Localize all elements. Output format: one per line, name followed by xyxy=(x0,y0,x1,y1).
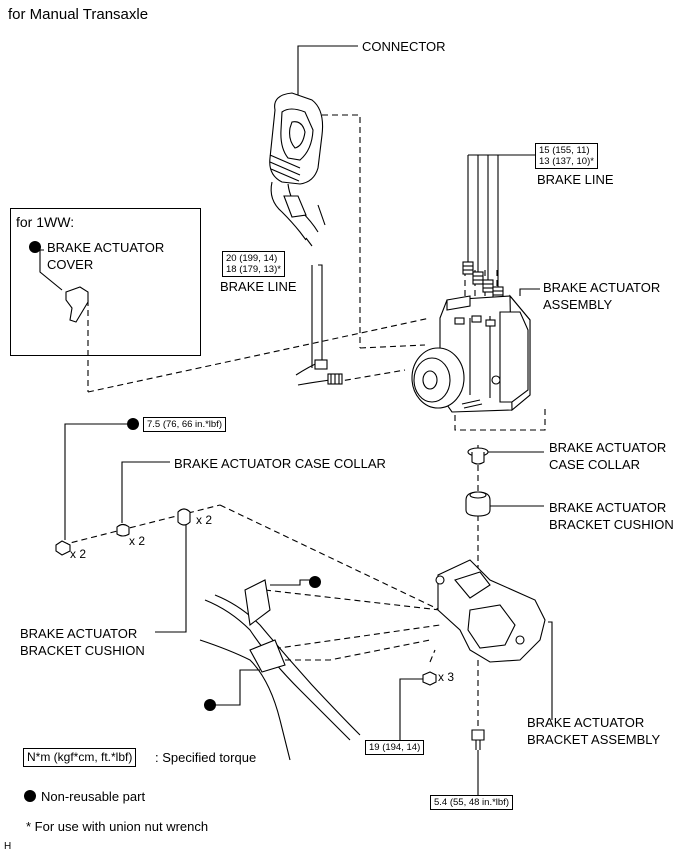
brake-line-left-label: BRAKE LINE xyxy=(220,279,297,294)
torque-box-bolt-left: 7.5 (76, 66 in.*lbf) xyxy=(143,417,226,432)
torque-box-brake-line-left: 20 (199, 14) 18 (179, 13)* xyxy=(222,251,285,277)
torque-box-bolt-bottom: 5.4 (55, 48 in.*lbf) xyxy=(430,795,513,810)
actuator-assembly-part xyxy=(411,288,540,413)
qty-collar-left: x 2 xyxy=(129,534,146,548)
left-small-parts xyxy=(55,423,191,633)
nonreusable-dot-icon xyxy=(204,699,216,711)
torque-value: 18 (179, 13)* xyxy=(226,264,281,275)
torque-box-nut-bracket: 19 (194, 14) xyxy=(365,740,425,755)
actuator-assembly-label-1: BRAKE ACTUATOR xyxy=(543,280,661,295)
inset-part-label-2: COVER xyxy=(47,257,94,272)
connector-leader xyxy=(297,45,358,105)
nonreusable-dot-icon xyxy=(127,418,139,430)
legend-torque-box: N*m (kgf*cm, ft.*lbf) xyxy=(23,748,137,767)
nonreusable-dot-icon xyxy=(309,576,321,588)
case-collar-right-label-2: CASE COLLAR xyxy=(549,457,641,472)
case-collar-right-label-1: BRAKE ACTUATOR xyxy=(549,440,667,455)
cushion-left-label-2: BRACKET CUSHION xyxy=(20,643,145,658)
bracket-assembly-label-2: BRACKET ASSEMBLY xyxy=(527,732,661,747)
actuator-assembly-label-2: ASSEMBLY xyxy=(543,297,613,312)
qty-cushion-left: x 2 xyxy=(196,513,213,527)
legend-union-nut-text: * For use with union nut wrench xyxy=(26,819,209,834)
inset-box-1ww xyxy=(10,208,201,356)
bolt-bottom-part xyxy=(471,729,485,795)
nonreusable-dot-icon xyxy=(24,790,36,802)
cushion-right-label-1: BRAKE ACTUATOR xyxy=(549,500,667,515)
case-collar-right-part xyxy=(467,447,544,465)
corner-mark: H xyxy=(4,841,12,852)
connector-label: CONNECTOR xyxy=(362,39,446,54)
harness-part xyxy=(199,579,361,761)
brake-lines-right xyxy=(462,154,535,300)
nonreusable-dot-icon xyxy=(29,241,41,253)
bracket-assembly-part xyxy=(435,559,553,720)
connector-part xyxy=(269,92,326,247)
qty-nut-bracket: x 3 xyxy=(438,670,455,684)
cushion-right-label-2: BRACKET CUSHION xyxy=(549,517,674,532)
torque-value: 7.5 (76, 66 in.*lbf) xyxy=(147,419,222,430)
torque-value: 20 (199, 14) xyxy=(226,253,278,264)
torque-value: 5.4 (55, 48 in.*lbf) xyxy=(434,797,509,808)
case-collar-label: BRAKE ACTUATOR CASE COLLAR xyxy=(174,456,386,471)
cover-part xyxy=(39,249,89,323)
torque-value: 19 (194, 14) xyxy=(369,742,421,753)
brake-line-right-label: BRAKE LINE xyxy=(537,172,614,187)
legend-torque-text: : Specified torque xyxy=(155,750,257,765)
brake-lines-left xyxy=(295,264,343,386)
page-title: for Manual Transaxle xyxy=(8,6,149,23)
torque-box-brake-line-right: 15 (155, 11) 13 (137, 10)* xyxy=(535,143,598,169)
legend-nonreusable-text: Non-reusable part xyxy=(41,789,146,804)
torque-value: 15 (155, 11) xyxy=(539,145,590,156)
bracket-assembly-label-1: BRAKE ACTUATOR xyxy=(527,715,645,730)
bracket-cushion-right-part xyxy=(465,491,544,517)
inset-part-label-1: BRAKE ACTUATOR xyxy=(47,240,165,255)
torque-value: 13 (137, 10)* xyxy=(539,156,594,167)
nut-bracket-part xyxy=(399,671,437,740)
cushion-left-label-1: BRAKE ACTUATOR xyxy=(20,626,138,641)
qty-bolt-left: x 2 xyxy=(70,547,87,561)
inset-title: for 1WW: xyxy=(16,214,75,230)
